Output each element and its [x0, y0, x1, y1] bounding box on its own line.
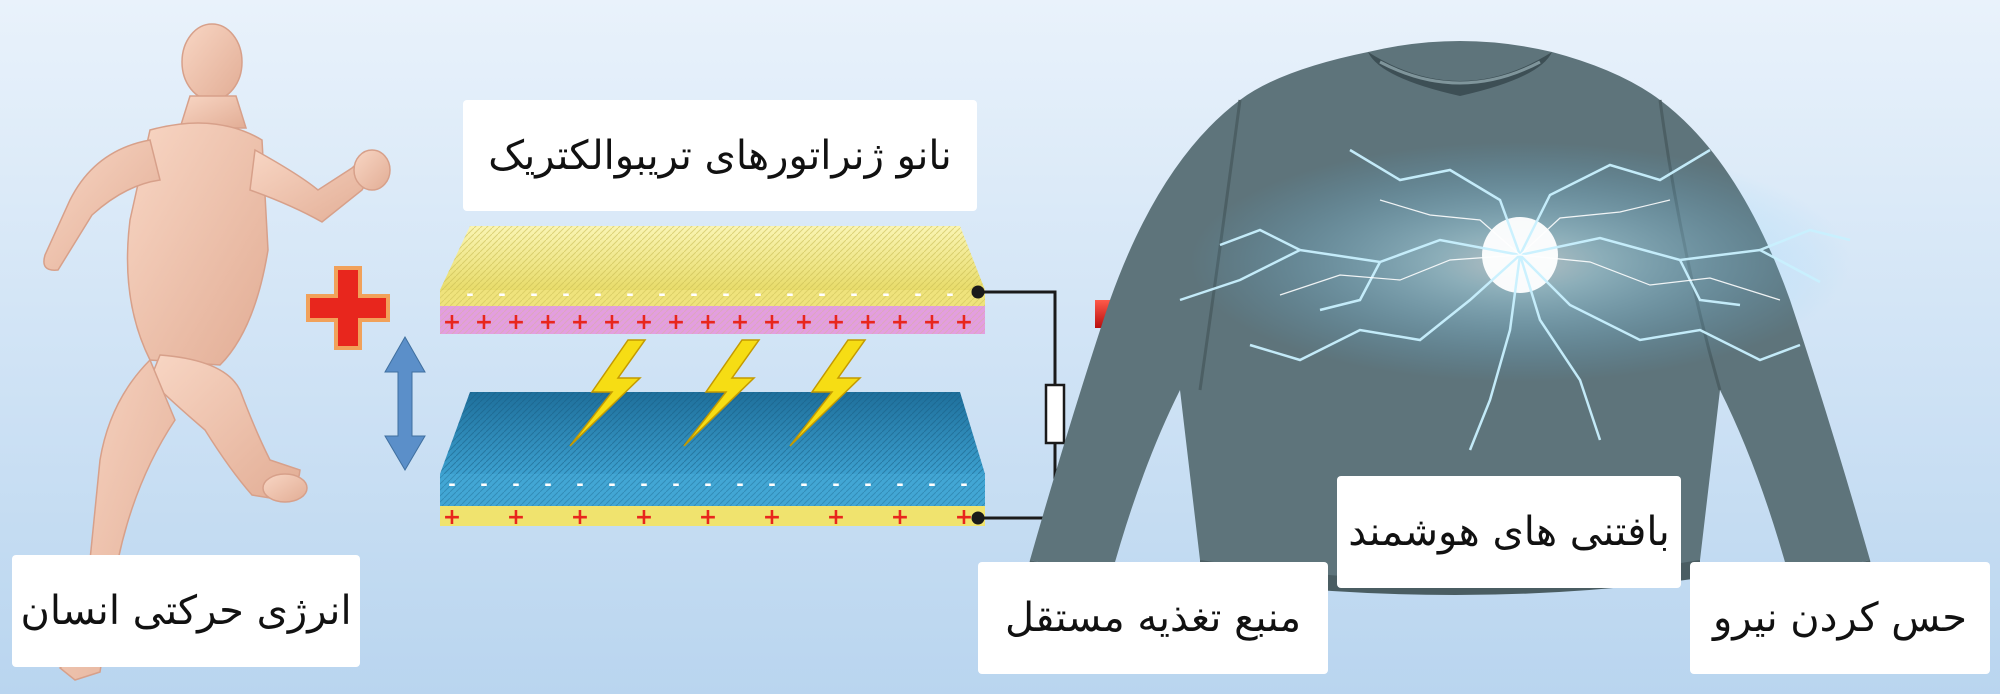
- positive-charge: +: [699, 505, 717, 530]
- negative-charge: -: [914, 284, 921, 305]
- negative-charge: -: [704, 474, 711, 495]
- positive-charge: +: [955, 505, 973, 530]
- negative-charge: -: [448, 474, 455, 495]
- double-arrow-icon: [385, 337, 425, 470]
- positive-charge: +: [443, 505, 461, 530]
- teng-title-label: نانو ژنراتورهای تریبوالکتریک: [463, 100, 977, 211]
- positive-charge: +: [571, 505, 589, 530]
- positive-charge: +: [635, 505, 653, 530]
- negative-charge: -: [722, 284, 729, 305]
- positive-charge: +: [795, 310, 813, 335]
- negative-charge: -: [544, 474, 551, 495]
- positive-charge: +: [603, 310, 621, 335]
- positive-charge: +: [475, 310, 493, 335]
- force-sensing-label: حس کردن نیرو: [1690, 562, 1990, 674]
- negative-charge: -: [672, 474, 679, 495]
- positive-charge: +: [827, 310, 845, 335]
- positive-charge: +: [955, 310, 973, 335]
- plus-icon: [308, 268, 388, 348]
- negative-charge: -: [896, 474, 903, 495]
- negative-charge: -: [946, 284, 953, 305]
- negative-charge: -: [882, 284, 889, 305]
- negative-charge: -: [658, 284, 665, 305]
- external-circuit: [973, 287, 1055, 523]
- negative-charge: -: [626, 284, 633, 305]
- negative-charge: -: [466, 284, 473, 305]
- positive-charge: +: [731, 310, 749, 335]
- negative-charge: -: [512, 474, 519, 495]
- negative-charge: -: [864, 474, 871, 495]
- positive-charge: +: [443, 310, 461, 335]
- negative-charge: -: [736, 474, 743, 495]
- positive-charge: +: [827, 505, 845, 530]
- human-energy-label: انرژی حرکتی انسان: [12, 555, 360, 667]
- positive-charge: +: [667, 310, 685, 335]
- positive-charge: +: [923, 310, 941, 335]
- positive-charge: +: [507, 310, 525, 335]
- positive-charge: +: [635, 310, 653, 335]
- negative-charge: -: [928, 474, 935, 495]
- negative-charge: -: [480, 474, 487, 495]
- negative-charge: -: [640, 474, 647, 495]
- negative-charge: -: [530, 284, 537, 305]
- resistor-icon: [1046, 385, 1064, 443]
- positive-charge: +: [763, 310, 781, 335]
- negative-charge: -: [608, 474, 615, 495]
- negative-charge: -: [562, 284, 569, 305]
- negative-charge: -: [850, 284, 857, 305]
- positive-charge: +: [539, 310, 557, 335]
- negative-charge: -: [498, 284, 505, 305]
- positive-charge: +: [891, 505, 909, 530]
- top-positive-charges: + + + + + + + + + + + + + + + + +: [443, 310, 973, 335]
- negative-charge: -: [576, 474, 583, 495]
- positive-charge: +: [507, 505, 525, 530]
- smart-textiles-label: بافتنی های هوشمند: [1337, 476, 1681, 588]
- negative-charge: -: [768, 474, 775, 495]
- positive-charge: +: [763, 505, 781, 530]
- negative-charge: -: [832, 474, 839, 495]
- negative-charge: -: [960, 474, 967, 495]
- power-source-label: منبع تغذیه مستقل: [978, 562, 1328, 674]
- positive-charge: +: [699, 310, 717, 335]
- negative-charge: -: [594, 284, 601, 305]
- negative-charge: -: [818, 284, 825, 305]
- negative-charge: -: [754, 284, 761, 305]
- negative-charge: -: [800, 474, 807, 495]
- bottom-positive-charges: + + + + + + + + +: [443, 505, 973, 530]
- positive-charge: +: [891, 310, 909, 335]
- negative-charge: -: [786, 284, 793, 305]
- negative-charge: -: [690, 284, 697, 305]
- positive-charge: +: [571, 310, 589, 335]
- positive-charge: +: [859, 310, 877, 335]
